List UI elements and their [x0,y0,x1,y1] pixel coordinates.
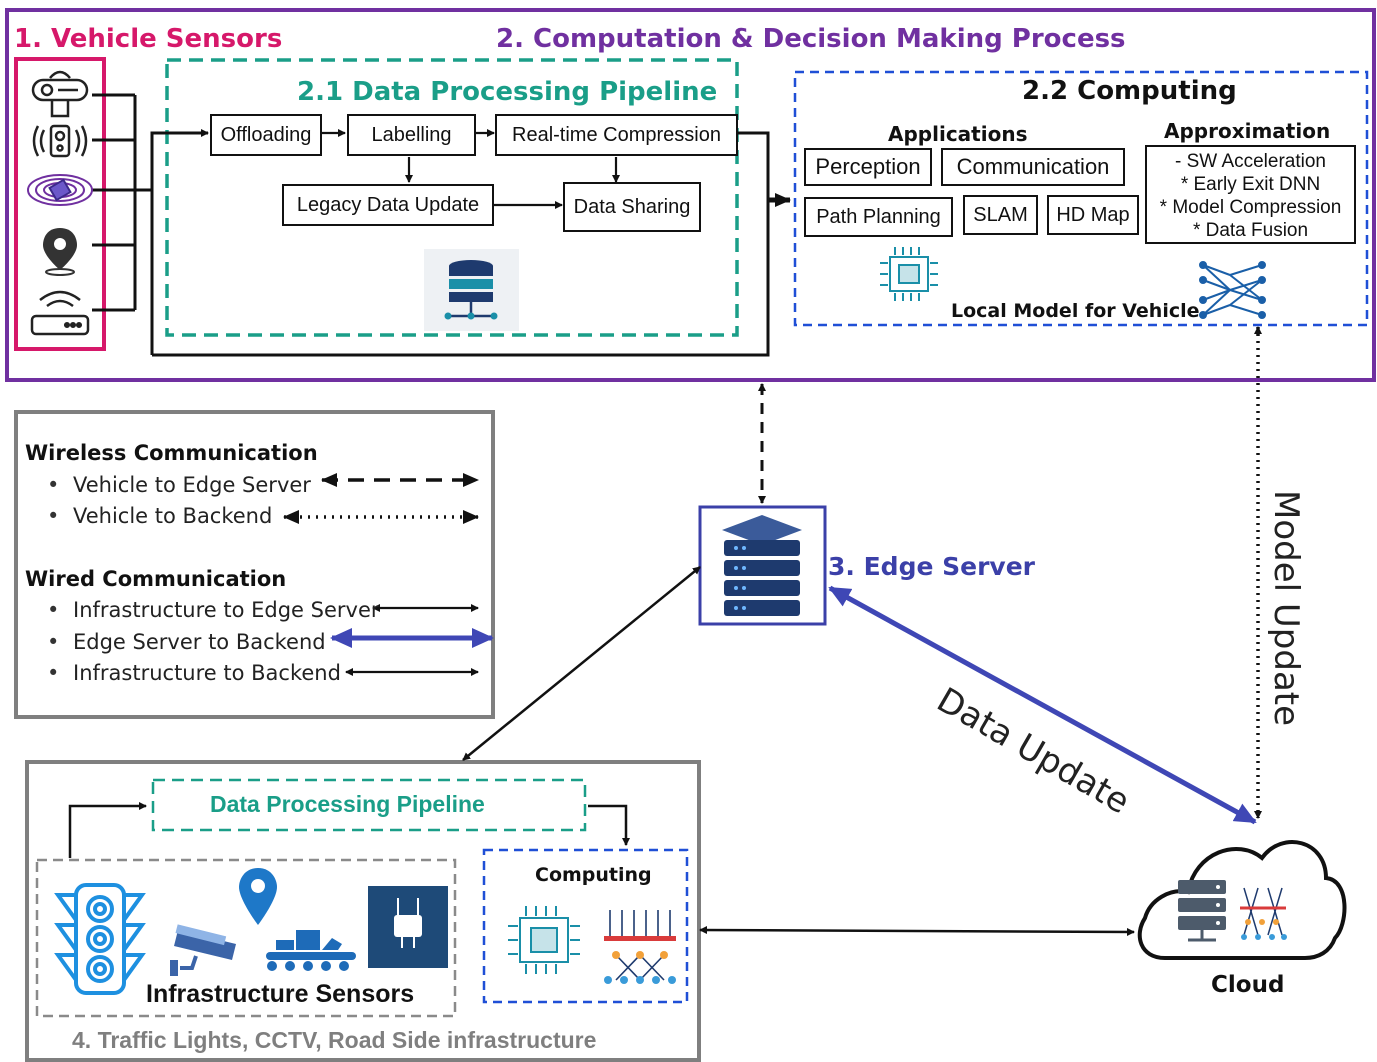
applications-heading: Applications [888,122,1028,146]
slam-box: SLAM [963,195,1038,235]
legend-label: Infrastructure to Backend [73,661,341,685]
approximation-heading: Approximation [1164,119,1331,143]
server-rack-icon [722,515,802,616]
infra-neural-network-icon [604,910,676,984]
computation-title: 2. Computation & Decision Making Process [496,24,1126,54]
cctv-icon [170,924,236,976]
traffic-light-icon [54,883,146,995]
legacy-update-box: Legacy Data Update [282,184,494,226]
infra-pipeline-label: Data Processing Pipeline [210,791,485,817]
legend-wireless-heading: Wireless Communication [25,441,318,465]
legend-frame [14,410,495,719]
computing-title: 2.2 Computing [1022,76,1237,106]
pipeline-title: 2.1 Data Processing Pipeline [297,77,718,107]
vehicle-sensors-frame [14,57,106,351]
infra-location-pin-icon [239,868,277,925]
perception-box: Perception [804,148,932,186]
approximation-box: - SW Acceleration * Early Exit DNN * Mod… [1145,145,1356,244]
compression-box: Real-time Compression [495,114,738,156]
roadside-unit-icon [368,886,448,968]
hd-map-box: HD Map [1047,195,1139,235]
cloud-label: Cloud [1211,972,1285,998]
bullet: • [47,473,60,497]
bullet: • [47,630,60,654]
legend-infra-backend: • Infrastructure to Backend [47,661,341,685]
edge-server-label: 3. Edge Server [828,552,1035,581]
infrastructure-title: 4. Traffic Lights, CCTV, Road Side infra… [72,1027,597,1053]
legend-vehicle-edge: • Vehicle to Edge Server [47,473,311,497]
infrastructure-frame [25,760,701,1062]
local-model-label: Local Model for Vehicle [951,300,1200,322]
location-pin-icon [43,228,77,276]
edge-server-frame [698,505,827,626]
infra-cloud-link [699,926,1135,936]
legend-vehicle-backend: • Vehicle to Backend [47,504,272,528]
communication-box: Communication [941,148,1125,186]
computation-frame [5,8,1376,382]
legend-label: Vehicle to Backend [73,504,273,528]
router-icon [30,290,90,336]
infra-edge-link [462,566,701,761]
infra-chip-icon [508,906,580,974]
cloud-icon [1137,840,1347,960]
legend-label: Edge Server to Backend [73,630,326,654]
approximation-item: * Data Fusion [1192,220,1309,241]
bullet: • [47,504,60,528]
legend-edge-backend: • Edge Server to Backend [47,630,326,654]
edge-cloud-link [828,585,1257,825]
legend-label: Vehicle to Edge Server [73,473,311,497]
model-update-label: Model Update [1266,490,1306,727]
computing-frame [793,70,1369,327]
infra-computing-frame [482,848,689,1004]
legend-wired-heading: Wired Communication [25,567,287,591]
approximation-item: * Early Exit DNN [1180,174,1321,195]
radar-sensor-icon [32,124,88,158]
vehicle-sensors-title: 1. Vehicle Sensors [14,24,283,54]
infra-sensors-label: Infrastructure Sensors [146,980,415,1008]
chip-icon [880,247,938,301]
database-icon [424,249,519,331]
legend-infra-edge: • Infrastructure to Edge Server [47,598,380,622]
labelling-box: Labelling [347,114,476,156]
bullet: • [47,598,60,622]
infra-sensors-frame [35,858,457,1018]
data-sharing-box: Data Sharing [563,182,701,232]
conveyor-icon [266,930,356,971]
offloading-box: Offloading [210,114,322,156]
pipeline-frame [165,58,739,337]
approximation-item: * Model Compression [1159,197,1342,218]
satellite-icon [27,174,93,206]
legend-label: Infrastructure to Edge Server [73,598,380,622]
path-planning-box: Path Planning [804,197,953,237]
bullet: • [47,661,60,685]
infra-computing-label: Computing [535,864,652,886]
approximation-item: - SW Acceleration [1175,151,1326,172]
infra-pipeline-frame [151,778,587,832]
neural-network-icon [1199,261,1266,319]
lidar-icon [31,70,89,118]
